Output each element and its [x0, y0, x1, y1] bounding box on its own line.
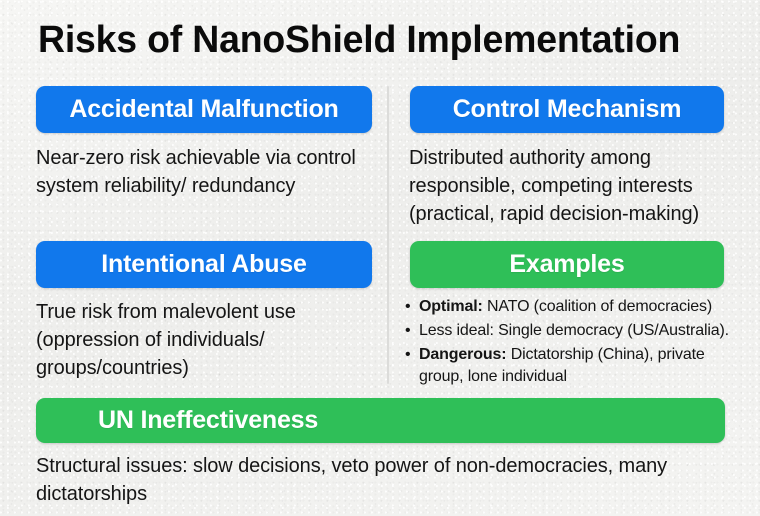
header-control-mechanism: Control Mechanism	[410, 86, 724, 133]
list-item: Optimal: NATO (coalition of democracies)	[405, 296, 750, 318]
header-un-ineffectiveness: UN Ineffectiveness	[36, 398, 725, 443]
page-title: Risks of NanoShield Implementation	[38, 19, 681, 61]
list-item-text: Dictatorship (China), private group, lon…	[419, 346, 705, 385]
list-item: Less ideal: Single democracy (US/Austral…	[405, 320, 750, 342]
list-item: Dangerous: Dictatorship (China), private…	[405, 344, 750, 388]
body-intentional-abuse: True risk from malevolent use (oppressio…	[36, 301, 296, 379]
header-examples: Examples	[410, 241, 724, 288]
body-un-ineffectiveness: Structural issues: slow decisions, veto …	[36, 455, 668, 505]
header-accidental-malfunction: Accidental Malfunction	[36, 86, 372, 133]
list-item-lead: Optimal:	[419, 298, 483, 315]
list-item-text: Single democracy (US/Australia).	[493, 322, 729, 339]
list-item-text: NATO (coalition of democracies)	[482, 298, 713, 315]
examples-bullet-list: Optimal: NATO (coalition of democracies)…	[405, 296, 750, 390]
body-control-mechanism: Distributed authority among responsible,…	[409, 147, 700, 225]
column-divider	[387, 86, 389, 384]
header-intentional-abuse: Intentional Abuse	[36, 241, 372, 288]
body-accidental-malfunction: Near-zero risk achievable via control sy…	[36, 147, 356, 197]
list-item-lead: Dangerous:	[419, 346, 507, 363]
list-item-lead: Less ideal:	[419, 322, 494, 339]
